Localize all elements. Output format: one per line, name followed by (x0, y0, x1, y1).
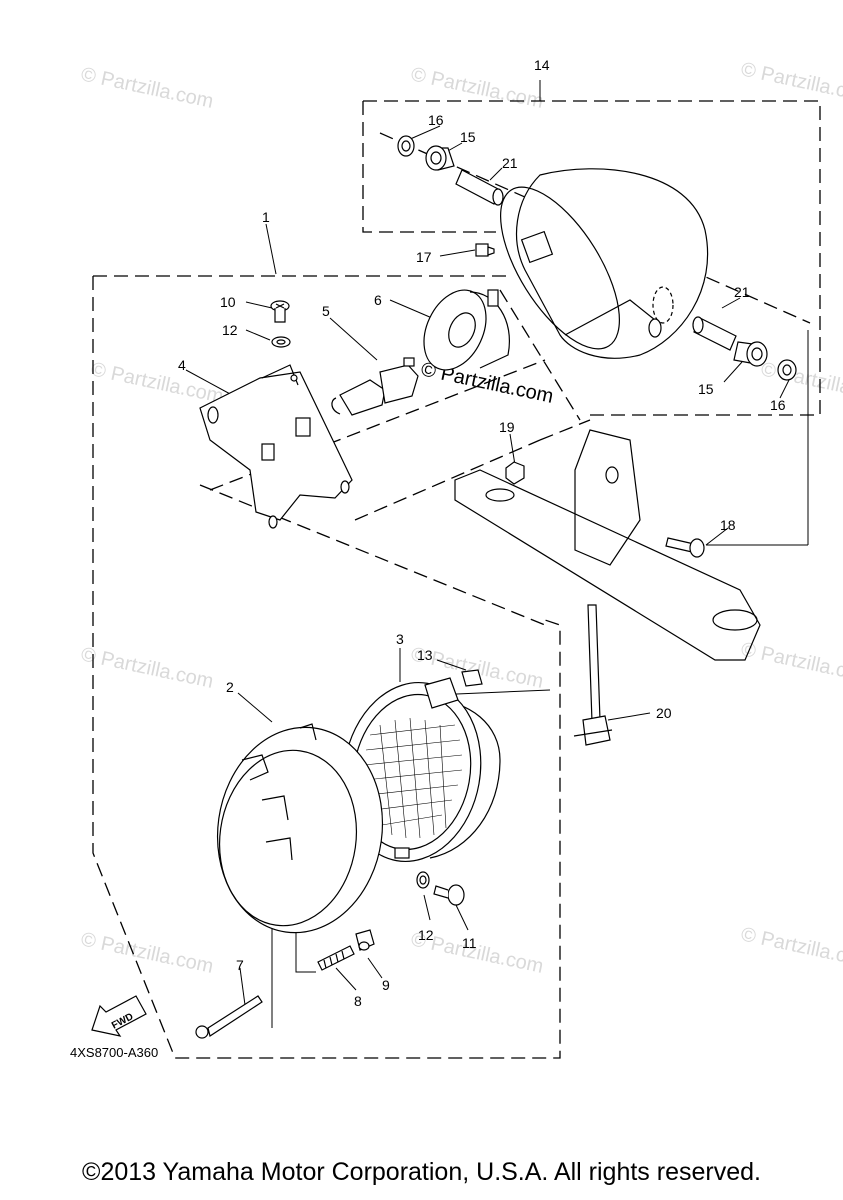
headlight-housing-shell (500, 168, 709, 359)
leader-16-right (779, 377, 791, 399)
callout-13: 13 (417, 647, 433, 663)
callout-3: 3 (396, 631, 404, 647)
washer-12-top (271, 336, 291, 348)
leader-13 (436, 659, 467, 671)
callout-16-top: 16 (428, 112, 444, 128)
callout-10: 10 (220, 294, 236, 310)
leader-16-top (407, 125, 441, 141)
fwd-arrow (91, 995, 147, 1037)
watermark-text: © Partzilla.com (79, 63, 215, 113)
leader-6 (389, 299, 433, 319)
leader-19 (509, 433, 516, 466)
callout-5: 5 (322, 303, 330, 319)
leader-5 (329, 317, 378, 361)
nut-13 (461, 669, 483, 687)
callout-9: 9 (382, 977, 390, 993)
callout-1: 1 (262, 209, 270, 225)
watermark-text: © Partzilla.com (89, 358, 225, 408)
callout-2: 2 (226, 679, 234, 695)
leader-21-top (489, 167, 503, 181)
spacer-21-top (455, 169, 504, 206)
dashed-mount-line (199, 484, 546, 626)
leader-12-bottom (423, 894, 431, 921)
callout-15-top: 15 (460, 129, 476, 145)
headlight-stay-bracket (454, 429, 761, 661)
diagram-code: 4XS8700-A360 (70, 1045, 158, 1060)
callout-8: 8 (354, 993, 362, 1009)
watermark-text: © Partzilla.com (79, 643, 215, 693)
callout-18: 18 (720, 517, 736, 533)
boundary-1 (92, 275, 561, 1059)
bulb-5 (331, 357, 419, 416)
nut-19 (505, 461, 525, 485)
callout-15-right: 15 (698, 381, 714, 397)
callout-21-top: 21 (502, 155, 518, 171)
callout-12-top: 12 (222, 322, 238, 338)
screw-11 (433, 884, 465, 906)
callout-20: 20 (656, 705, 672, 721)
leader-4 (185, 369, 233, 396)
leader-1 (265, 223, 277, 275)
dashed-lower-line (354, 439, 541, 521)
dashed-housing-line (499, 289, 581, 421)
leader-10 (245, 301, 273, 309)
leader-2 (237, 692, 273, 723)
watermark-text: © Partzilla.com (409, 63, 545, 113)
callout-19: 19 (499, 419, 515, 435)
nut-9 (355, 929, 375, 951)
parts (91, 135, 797, 1039)
group-boundaries (92, 100, 821, 1059)
leader-7 (239, 967, 246, 1006)
leader-11 (455, 904, 469, 931)
boundary-14 (362, 100, 821, 416)
callout-labels: 1 2 3 4 5 6 7 8 9 10 11 12 12 13 14 15 1… (178, 57, 786, 1009)
collar-16-right (777, 359, 797, 381)
callout-21-right: 21 (734, 284, 750, 300)
callout-17: 17 (416, 249, 432, 265)
collar-15-top (425, 145, 455, 171)
callout-12-bottom: 12 (418, 927, 434, 943)
leader-15-right (723, 361, 743, 383)
leader-17 (439, 249, 476, 257)
callout-14: 14 (534, 57, 550, 73)
bolt-17 (475, 243, 495, 257)
leader-18 (705, 527, 729, 546)
leader-12-top (245, 329, 271, 341)
callout-7: 7 (236, 957, 244, 973)
cable-tie-20 (573, 604, 613, 746)
leader-8 (335, 967, 357, 991)
watermark-text: © Partzilla.com (739, 638, 843, 688)
spring-8 (317, 945, 355, 971)
headlight-rim-2 (216, 723, 384, 934)
screw-7 (195, 995, 263, 1039)
collar-16-top (397, 135, 415, 157)
collar-15-right (733, 341, 768, 367)
spacer-21-right (692, 316, 737, 351)
bolt-18 (665, 537, 705, 558)
leader-20 (607, 712, 651, 721)
watermark-text: © Partzilla.com (79, 928, 215, 978)
lens-grid (363, 717, 463, 839)
callout-6: 6 (374, 292, 382, 308)
bracket-4 (199, 364, 353, 529)
copyright-notice: ©2013 Yamaha Motor Corporation, U.S.A. A… (82, 1158, 761, 1186)
callout-4: 4 (178, 357, 186, 373)
dashed-bracket-line (209, 359, 546, 491)
leader-21-right (721, 297, 741, 309)
callout-16-right: 16 (770, 397, 786, 413)
dashed-lower-line-2 (539, 419, 591, 441)
washer-12-bottom (416, 871, 430, 889)
watermark-text: © Partzilla.com (739, 923, 843, 973)
callout-11: 11 (462, 935, 477, 951)
leader-9 (367, 957, 383, 979)
socket-6 (423, 289, 510, 371)
screw-10 (270, 300, 290, 323)
